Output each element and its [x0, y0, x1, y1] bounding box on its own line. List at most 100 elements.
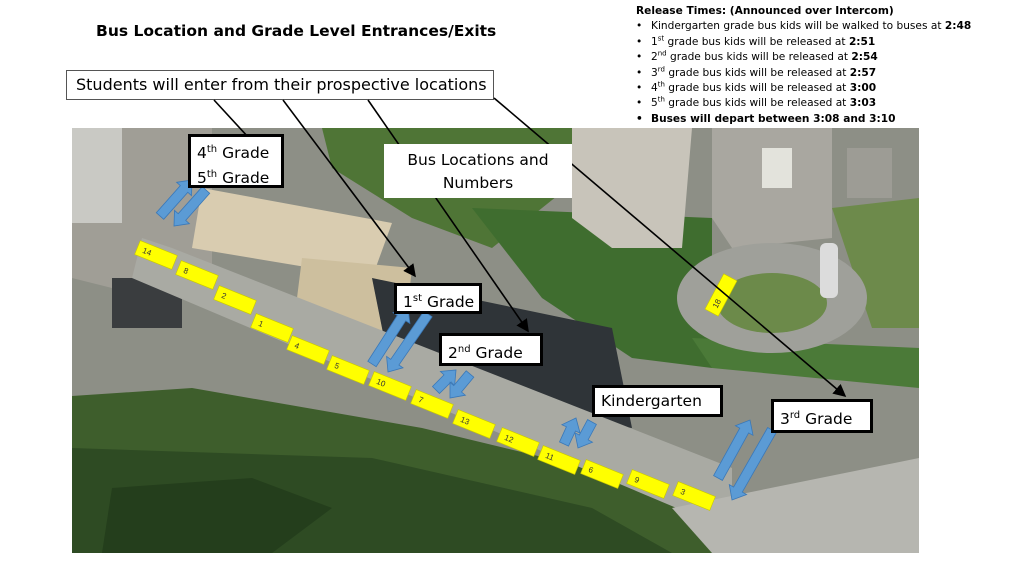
bus-marker: 4 — [286, 335, 330, 365]
bus-marker: 10 — [368, 371, 412, 401]
bus-number: 1 — [257, 319, 265, 329]
bus-rect — [368, 371, 412, 401]
ordinal-suffix: rd — [657, 65, 665, 74]
bus-marker: 6 — [580, 459, 624, 489]
map-grass — [832, 198, 919, 328]
grade-number: 3 — [780, 410, 790, 429]
grade-number: 1 — [651, 35, 658, 48]
release-time: 2:48 — [944, 20, 972, 33]
release-item-kindergarten: Kindergarten grade bus kids will be walk… — [636, 19, 1016, 35]
bus-rect — [626, 469, 670, 499]
bus-marker: 14 — [134, 240, 178, 270]
bus-marker: 5 — [326, 355, 370, 385]
grade-number: 1 — [403, 293, 413, 312]
bus-marker: 3 — [672, 481, 716, 511]
release-text: grade bus kids will be released at — [664, 82, 850, 95]
bus-marker: 13 — [452, 409, 496, 439]
grade-2-label: 2nd Grade — [439, 333, 543, 366]
release-time: 2:57 — [849, 66, 877, 79]
map-road — [672, 458, 919, 553]
entrance-arrow — [173, 186, 211, 227]
release-item-5th: 5th grade bus kids will be released at 3… — [636, 96, 1016, 112]
ordinal-suffix: rd — [789, 410, 801, 421]
grade-number: 4 — [197, 144, 207, 163]
grade-word: Grade — [470, 344, 523, 363]
bus-rect — [134, 240, 178, 270]
grade-number: 5 — [651, 97, 658, 110]
release-item-4th: 4th grade bus kids will be released at 3… — [636, 81, 1016, 97]
ordinal-suffix: th — [206, 144, 218, 155]
bus-marker: 2 — [213, 285, 257, 315]
entrance-arrow — [449, 370, 475, 399]
release-text: grade bus kids will be released at — [664, 35, 849, 48]
release-item-1st: 1st grade bus kids will be released at 2… — [636, 34, 1016, 51]
release-times-panel: Release Times: (Announced over Intercom)… — [636, 4, 1016, 128]
map-road — [132, 238, 732, 523]
grade-number: 2 — [651, 51, 658, 64]
grade-word: Grade — [422, 293, 475, 312]
map-building — [847, 148, 892, 198]
grade-number: 5 — [197, 169, 207, 188]
grade-3-label: 3rd Grade — [771, 399, 873, 433]
bus-locations-line1: Bus Locations and — [407, 151, 549, 169]
bus-marker: 7 — [410, 389, 454, 419]
map-vehicle — [820, 243, 838, 298]
release-item-2nd: 2nd grade bus kids will be released at 2… — [636, 49, 1016, 66]
bus-rect — [672, 481, 716, 511]
bus-rect — [580, 459, 624, 489]
bus-rect — [410, 389, 454, 419]
bus-locations-line2: Numbers — [442, 174, 514, 192]
release-times-heading: Release Times: (Announced over Intercom) — [636, 5, 894, 17]
bus-number: 14 — [141, 246, 153, 258]
grade-number: 4 — [651, 82, 658, 95]
entrance-arrow — [155, 179, 193, 220]
entrance-arrow — [431, 369, 457, 395]
release-time: 3:00 — [849, 82, 877, 95]
map-building — [572, 128, 692, 248]
entrance-arrow — [558, 417, 581, 447]
bus-rect — [286, 335, 330, 365]
entrance-arrow — [574, 419, 597, 449]
ordinal-suffix: nd — [457, 344, 471, 355]
entrance-arrow — [713, 419, 754, 481]
entrance-arrows — [155, 179, 777, 501]
release-text: grade bus kids will be released at — [664, 97, 850, 110]
bus-number: 7 — [417, 395, 425, 405]
grade-4-5-label: 4th Grade 5th Grade — [188, 134, 284, 188]
bus-rect — [496, 427, 540, 457]
bus-marker: 9 — [626, 469, 670, 499]
bus-number: 5 — [333, 361, 341, 371]
bus-rect — [452, 409, 496, 439]
grade-word: Kindergarten — [601, 392, 702, 410]
bus-number: 13 — [459, 415, 471, 427]
release-time: 3:03 — [849, 97, 877, 110]
ordinal-suffix: nd — [657, 49, 667, 58]
bus-rect — [326, 355, 370, 385]
grade-word: Grade — [800, 410, 853, 429]
slide-title: Bus Location and Grade Level Entrances/E… — [96, 22, 497, 40]
map-trees — [102, 478, 332, 553]
bus-number: 8 — [182, 266, 190, 276]
ordinal-suffix: st — [412, 293, 423, 304]
grade-number: 3 — [651, 66, 658, 79]
release-item-3rd: 3rd grade bus kids will be released at 2… — [636, 65, 1016, 82]
ordinal-suffix: th — [206, 169, 218, 181]
bus-number: 6 — [587, 465, 595, 475]
grade-word: Grade — [217, 169, 270, 188]
grade-word: Grade — [217, 144, 270, 163]
kindergarten-label: Kindergarten — [592, 385, 723, 417]
entry-callout-box: Students will enter from their prospecti… — [66, 70, 494, 100]
bus-number: 12 — [503, 433, 515, 445]
release-time: 2:51 — [848, 35, 876, 48]
bus-number: 3 — [679, 487, 687, 497]
release-time: 2:54 — [851, 51, 878, 64]
map-building — [762, 148, 792, 188]
map-building — [72, 128, 122, 223]
release-text: grade bus kids will be released at — [666, 51, 852, 64]
grade-number: 2 — [448, 344, 458, 363]
ordinal-suffix: st — [657, 34, 665, 43]
release-text: grade bus kids will be released at — [664, 66, 850, 79]
release-text: Kindergarten grade bus kids will be walk… — [651, 20, 945, 33]
bus-marker: 8 — [175, 260, 219, 290]
bus-number: 9 — [633, 475, 641, 485]
